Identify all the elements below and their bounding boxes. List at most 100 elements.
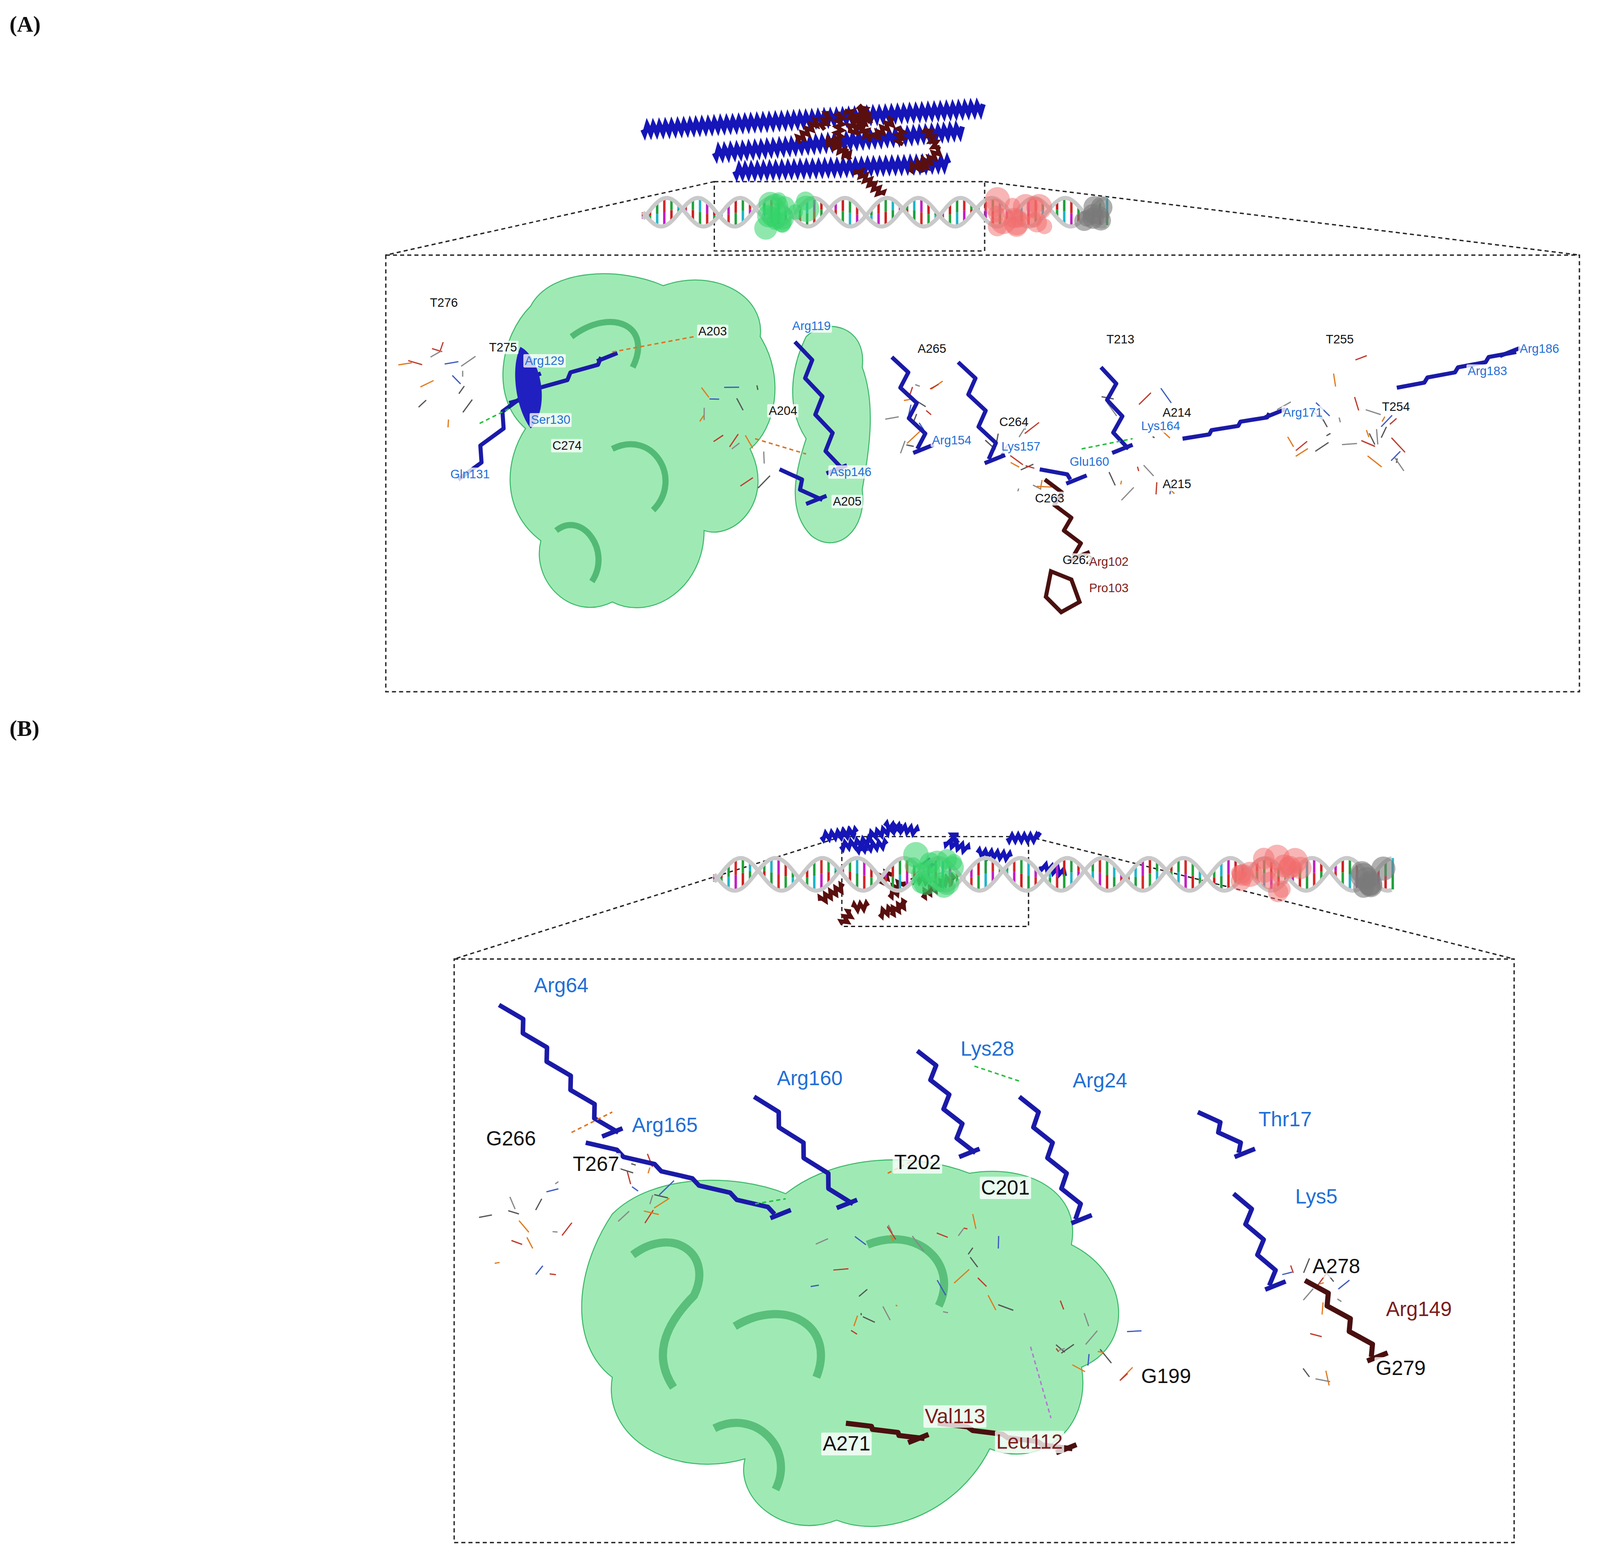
interaction-line <box>571 1111 613 1133</box>
bond-line <box>1121 487 1134 501</box>
residue-label: Arg149 <box>1384 1298 1454 1321</box>
bond-line <box>731 442 740 449</box>
bond-line <box>631 1186 639 1191</box>
residue-label: T213 <box>1105 332 1136 347</box>
residue-label: A203 <box>697 324 729 339</box>
residue-stick <box>779 469 823 501</box>
residue-stick <box>794 341 843 470</box>
atom-sphere <box>1260 871 1279 890</box>
bond-line <box>930 384 939 389</box>
base-bar <box>1020 857 1023 874</box>
bond-line <box>535 1198 543 1210</box>
nucleotide-wire <box>1056 1300 1142 1381</box>
residue-stick <box>1197 1111 1241 1153</box>
bond-line <box>1087 1353 1089 1366</box>
residue-label: A278 <box>1311 1255 1362 1278</box>
bond-line <box>1381 426 1387 438</box>
bond-line <box>430 350 442 358</box>
residue-stick <box>1019 1096 1081 1220</box>
residue-stick <box>917 1050 976 1153</box>
residue-label: C263 <box>1033 491 1066 506</box>
residue-stick <box>1039 469 1071 480</box>
protein-helix <box>1007 834 1039 841</box>
base-bar <box>1105 874 1108 891</box>
bond-line <box>763 451 765 464</box>
bond-line <box>1319 1282 1325 1284</box>
bond-line <box>618 1211 630 1222</box>
residue-label: Ser130 <box>529 413 572 427</box>
residue-label: A265 <box>916 342 948 356</box>
bond-line <box>1367 455 1383 468</box>
base-bar <box>1148 857 1151 874</box>
interaction-line <box>612 336 694 352</box>
bond-line <box>562 1222 573 1236</box>
bond-line <box>546 1188 559 1192</box>
residue-stick <box>1066 475 1087 484</box>
residue-label: Val113 <box>923 1405 987 1428</box>
protein-helix <box>821 830 855 840</box>
bond-line <box>833 1268 849 1270</box>
residue-stick <box>959 1148 980 1157</box>
bond-line <box>926 410 932 415</box>
end-spheres <box>1074 196 1113 231</box>
bond-line <box>972 1214 976 1229</box>
residue-stick <box>806 495 827 504</box>
nucleotide-wire <box>479 1181 573 1275</box>
ligand-surface <box>581 1159 1119 1527</box>
bond-line <box>906 444 915 447</box>
bond-line <box>724 386 740 389</box>
residue-ring <box>1045 571 1080 612</box>
residue-stick <box>1233 1193 1276 1286</box>
bond-line <box>509 1196 516 1209</box>
residue-stick <box>770 1210 791 1219</box>
bond-line <box>631 1163 636 1166</box>
bond-line <box>1381 415 1392 427</box>
nucleotide-wire <box>398 342 476 428</box>
residue-label: Arg186 <box>1518 342 1561 356</box>
interaction-line <box>1030 1346 1052 1419</box>
bond-line <box>1056 1348 1059 1353</box>
ligand-spheres <box>1230 844 1312 903</box>
bond-line <box>1376 429 1379 445</box>
bond-line <box>479 1215 493 1218</box>
nucleotide-wire <box>1276 355 1367 456</box>
bond-line <box>463 399 473 413</box>
bond-line <box>851 1330 857 1335</box>
bond-line <box>447 419 449 428</box>
residue-label: A215 <box>1161 477 1193 491</box>
residue-stick <box>1304 1280 1373 1357</box>
atom-sphere <box>941 856 965 879</box>
residue-stick <box>891 357 926 450</box>
bond-line <box>1120 480 1122 485</box>
residue-label: T275 <box>487 340 519 355</box>
bond-line <box>701 387 710 398</box>
residue-label: A214 <box>1161 405 1193 420</box>
residue-label: Arg171 <box>1281 405 1324 420</box>
protein-helix <box>884 822 918 834</box>
protein-helix <box>890 901 907 915</box>
ligand-spheres <box>903 842 965 899</box>
residue-label: G279 <box>1374 1357 1428 1380</box>
atom-sphere <box>1231 864 1251 884</box>
protein-helix <box>855 169 884 196</box>
bond-line <box>699 414 705 422</box>
base-bar <box>977 875 980 891</box>
bond-line <box>745 435 753 449</box>
bond-line <box>1139 392 1152 405</box>
bond-line <box>408 360 422 365</box>
residue-label: Arg102 <box>1087 555 1130 569</box>
residue-label: G199 <box>1139 1365 1193 1388</box>
bond-line <box>854 1236 866 1245</box>
residue-label: Leu112 <box>994 1430 1065 1454</box>
bond-line <box>461 356 476 367</box>
bond-line <box>1310 1333 1322 1337</box>
bond-line <box>1032 484 1042 489</box>
residue-stick <box>1071 1215 1092 1224</box>
bond-line <box>552 1231 558 1233</box>
bond-line <box>1025 465 1035 469</box>
bond-line <box>859 1289 868 1297</box>
bond-line <box>1119 1373 1128 1381</box>
protein-helix <box>841 150 849 157</box>
bond-line <box>1056 1344 1066 1353</box>
